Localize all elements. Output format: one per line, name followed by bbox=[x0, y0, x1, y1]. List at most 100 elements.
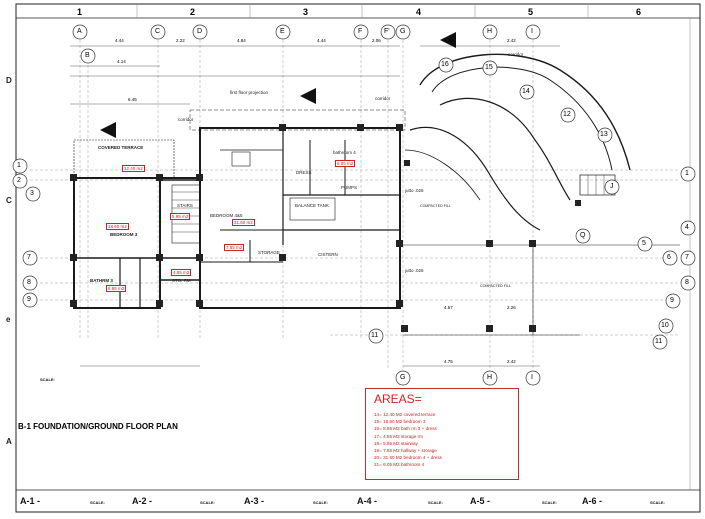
grid-bubble-bottom-i: I bbox=[531, 374, 533, 381]
sheet-label-a1: A-1 - bbox=[20, 496, 40, 506]
column-header-5: 5 bbox=[528, 7, 534, 17]
room-area-tag: 7.55 m2 bbox=[224, 244, 245, 251]
row-label-e: e bbox=[6, 315, 11, 324]
scale-label: SCALE: bbox=[200, 500, 215, 505]
room-name: STO. RM bbox=[172, 278, 191, 283]
grid-bubble-left-1: 1 bbox=[17, 162, 21, 169]
annotation: COMPACTED FILL bbox=[480, 284, 511, 288]
areas-list: 14= 12.40 M2 covered terrace 15= 18.60 M… bbox=[374, 411, 442, 469]
grid-bubble-left-3: 3 bbox=[30, 190, 34, 197]
area-item: 19= 7.55 M2 hallway + storage bbox=[374, 448, 437, 454]
grid-bubble-left-2: 2 bbox=[17, 177, 21, 184]
sheet-label-a4: A-4 - bbox=[357, 496, 377, 506]
column-header-3: 3 bbox=[303, 7, 309, 17]
grid-bubble-left-9: 9 bbox=[27, 296, 31, 303]
annotation: jutto .025 bbox=[405, 188, 424, 193]
curve-bubble-5: 5 bbox=[642, 240, 646, 247]
areas-title: AREAS= bbox=[374, 392, 422, 406]
curve-bubble-14: 14 bbox=[522, 88, 530, 95]
scale-label: SCALE: bbox=[313, 500, 328, 505]
grid-bubble-d: D bbox=[197, 28, 203, 35]
room-name: CISTERN bbox=[318, 252, 338, 257]
area-item: 21= 6.05 M2 bathroom 4 bbox=[374, 462, 425, 468]
area-item: 15= 18.60 M2 bedroom 3 bbox=[374, 419, 426, 425]
scale-label: SCALE: bbox=[542, 500, 557, 505]
dim-label: 2.42 bbox=[507, 359, 516, 364]
grid-bubble-bottom-g: G bbox=[400, 374, 406, 381]
column-header-4: 4 bbox=[416, 7, 422, 17]
room-name: BALANCE TANK bbox=[295, 203, 329, 208]
column-header-6: 6 bbox=[636, 7, 642, 17]
curve-bubble-11: 11 bbox=[371, 332, 379, 339]
grid-bubble-right-1: 1 bbox=[685, 170, 689, 177]
curve-bubble-j: J bbox=[610, 183, 614, 190]
scale-label: SCALE: bbox=[428, 500, 443, 505]
dim-label: 4.75 bbox=[444, 38, 453, 43]
grid-bubble-right-6: 6 bbox=[667, 254, 671, 261]
curve-bubble-12: 12 bbox=[563, 111, 571, 118]
room-name: BATHRM 3 bbox=[90, 278, 113, 283]
room-name: bathroom 4 bbox=[333, 150, 356, 155]
annotation: corridor bbox=[178, 117, 194, 122]
room-name: BEDROOM 3 bbox=[110, 232, 138, 237]
grid-bubble-left-7: 7 bbox=[27, 254, 31, 261]
grid-bubble-i: I bbox=[531, 28, 533, 35]
grid-bubble-bottom-h: H bbox=[487, 374, 493, 381]
row-label-a: A bbox=[6, 437, 12, 446]
dim-label: 2.22 bbox=[176, 38, 185, 43]
grid-bubble-h: H bbox=[487, 28, 493, 35]
grid-bubble-c: C bbox=[155, 28, 161, 35]
room-area-tag: 8.85 m2 bbox=[106, 285, 127, 292]
row-label-c: C bbox=[6, 196, 12, 205]
grid-bubble-right-9: 9 bbox=[670, 297, 674, 304]
room-name: STORAGE bbox=[258, 250, 280, 255]
grid-bubble-e: E bbox=[280, 28, 285, 35]
grid-bubble-a: A bbox=[77, 28, 82, 35]
dim-label: 2.26 bbox=[507, 305, 516, 310]
areas-legend: AREAS= 14= 12.40 M2 covered terrace 15= … bbox=[365, 388, 519, 480]
plan-title: B-1 FOUNDATION/GROUND FLOOR PLAN bbox=[18, 422, 178, 431]
room-name: STAIRS bbox=[177, 203, 193, 208]
row-label-d: D bbox=[6, 76, 12, 85]
grid-bubble-b: B bbox=[85, 52, 90, 59]
annotation: corridor bbox=[508, 52, 524, 57]
grid-bubble-right-4: 4 bbox=[685, 224, 689, 231]
scale-label: SCALE: bbox=[90, 500, 105, 505]
area-item: 18= 5.95 M2 stairway bbox=[374, 440, 418, 446]
room-name: DRESS bbox=[296, 170, 312, 175]
area-item: 16= 8.85 M2 bath rm 3 + dress bbox=[374, 426, 437, 432]
sheet-label-a5: A-5 - bbox=[470, 496, 490, 506]
annotation: jutto .025 bbox=[405, 268, 424, 273]
room-area-tag: 4.55 m2 bbox=[171, 269, 192, 276]
curve-bubble-13: 13 bbox=[600, 131, 608, 138]
room-area-tag: 5.95 m2 bbox=[170, 213, 191, 220]
grid-bubble-left-8: 8 bbox=[27, 279, 31, 286]
dim-label: 6.45 bbox=[128, 97, 137, 102]
room-area-tag: 18.60 m2 bbox=[106, 223, 129, 230]
grid-bubble-right-10: 10 bbox=[661, 322, 669, 329]
grid-bubble-right-7: 7 bbox=[685, 254, 689, 261]
area-item: 17= 4.55 M2 storage rm bbox=[374, 433, 423, 439]
room-area-tag: 31.60 m2 bbox=[232, 219, 255, 226]
scale-note: SCALE: bbox=[40, 377, 55, 382]
sheet-label-a6: A-6 - bbox=[582, 496, 602, 506]
grid-bubble-f-prime: F' bbox=[384, 28, 390, 35]
dim-label: 4.84 bbox=[237, 38, 246, 43]
dim-label: 4.57 bbox=[444, 305, 453, 310]
area-item: 14= 12.40 M2 covered terrace bbox=[374, 412, 436, 417]
grid-bubble-right-11: 11 bbox=[655, 338, 663, 345]
sheet-label-a2: A-2 - bbox=[132, 496, 152, 506]
dim-label: 2.06 bbox=[372, 38, 381, 43]
annotation: COMPACTED FILL bbox=[420, 204, 451, 208]
grid-bubble-right-8: 8 bbox=[685, 279, 689, 286]
room-area-tag: 12.40 m2 bbox=[122, 165, 145, 172]
dim-label: 4.14 bbox=[117, 59, 126, 64]
annotation: corridor bbox=[375, 96, 391, 101]
curve-bubble-16: 16 bbox=[441, 61, 449, 68]
dim-label: 4.75 bbox=[444, 359, 453, 364]
dim-label: 4.44 bbox=[115, 38, 124, 43]
grid-bubble-g: G bbox=[400, 28, 406, 35]
room-name: BEDROOM 4&5 bbox=[210, 213, 243, 218]
column-header-1: 1 bbox=[77, 7, 83, 17]
